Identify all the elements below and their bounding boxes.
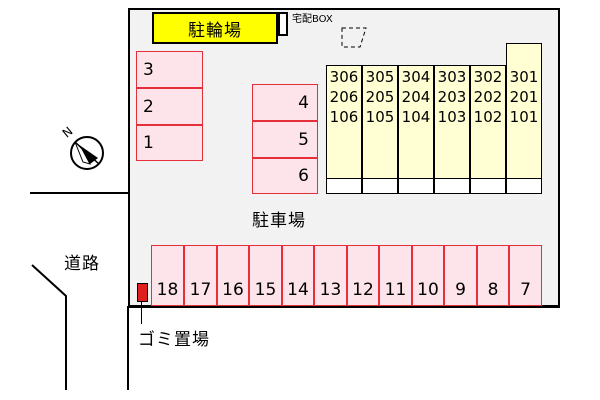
unit-column: 304 204 104 <box>398 65 434 194</box>
unit-column: 303 203 103 <box>434 65 470 194</box>
parking-space: 18 <box>151 245 184 306</box>
balcony <box>363 178 397 193</box>
parking-lot-label: 駐車場 <box>252 211 306 231</box>
parking-space-number: 1 <box>143 133 154 153</box>
parking-space: 9 <box>444 245 477 306</box>
road-edge-line <box>128 306 560 308</box>
unit-number: 106 <box>329 108 359 126</box>
unit-number: 205 <box>365 88 395 106</box>
unit-number: 202 <box>473 88 503 106</box>
parking-space-number: 15 <box>254 280 277 300</box>
garbage-station-label: ゴミ置場 <box>138 330 210 350</box>
parking-space-number: 14 <box>287 280 309 300</box>
parking-space: 13 <box>314 245 347 306</box>
balcony <box>507 178 541 193</box>
parking-space: 17 <box>184 245 217 306</box>
delivery-box-outline <box>341 27 367 48</box>
garbage-leader-line <box>141 302 142 324</box>
unit-number: 302 <box>473 68 503 86</box>
unit-column: 301 201 101 <box>506 43 542 194</box>
unit-number: 101 <box>509 108 539 126</box>
parking-space: 5 <box>252 121 318 158</box>
parking-space-number: 13 <box>319 280 342 300</box>
parking-space: 4 <box>252 84 318 121</box>
unit-column: 305 205 105 <box>362 65 398 194</box>
bicycle-parking: 駐輪場 <box>152 12 278 44</box>
unit-number: 304 <box>401 68 431 86</box>
unit-number: 203 <box>437 88 467 106</box>
parking-space: 3 <box>136 51 203 88</box>
unit-column: 302 202 102 <box>470 65 506 194</box>
unit-column: 306 206 106 <box>326 65 362 194</box>
parking-space-number: 16 <box>222 280 244 300</box>
parking-space: 8 <box>477 245 509 306</box>
balcony <box>327 178 361 193</box>
unit-number: 104 <box>401 108 431 126</box>
apartment-building: 306 206 106 305 205 105 304 204 104 303 … <box>326 43 544 194</box>
parking-space: 14 <box>282 245 314 306</box>
parking-space: 15 <box>249 245 282 306</box>
parking-space: 6 <box>252 158 318 194</box>
north-arrow-icon: N <box>60 124 104 170</box>
parking-space: 11 <box>379 245 412 306</box>
balcony <box>435 178 469 193</box>
parking-space-number: 17 <box>189 280 212 300</box>
road-label: 道路 <box>64 254 100 274</box>
unit-number: 301 <box>509 68 539 86</box>
balcony <box>471 178 505 193</box>
road-edge-line <box>127 306 129 390</box>
unit-number: 102 <box>473 108 503 126</box>
parking-space-number: 8 <box>487 280 499 300</box>
unit-number: 306 <box>329 68 359 86</box>
parking-space-number: 5 <box>298 129 309 150</box>
unit-number: 103 <box>437 108 467 126</box>
parking-space-number: 7 <box>520 280 531 300</box>
parking-space-number: 12 <box>352 280 374 300</box>
parking-space: 7 <box>509 245 542 306</box>
unit-number: 105 <box>365 108 395 126</box>
parking-space: 2 <box>136 88 203 125</box>
parking-space-number: 18 <box>156 280 179 300</box>
unit-number: 206 <box>329 88 359 106</box>
road-edge-line <box>30 192 128 194</box>
parking-space-number: 11 <box>384 280 407 300</box>
parking-space-number: 10 <box>417 280 439 300</box>
bicycle-parking-label: 駐輪場 <box>188 20 242 41</box>
parking-space: 12 <box>347 245 379 306</box>
balcony <box>399 178 433 193</box>
parking-space-number: 4 <box>298 92 309 113</box>
parking-space: 16 <box>217 245 249 306</box>
unit-number: 201 <box>509 88 539 106</box>
delivery-box-label: 宅配BOX <box>292 14 333 25</box>
unit-number: 204 <box>401 88 431 106</box>
parking-space: 1 <box>136 125 203 161</box>
parking-space-number: 3 <box>143 59 154 80</box>
parking-space: 10 <box>412 245 444 306</box>
parking-space-number: 9 <box>455 280 466 300</box>
garbage-station <box>137 283 148 302</box>
unit-number: 303 <box>437 68 467 86</box>
parking-space-number: 6 <box>298 166 309 186</box>
north-label: N <box>60 124 76 140</box>
unit-number: 305 <box>365 68 395 86</box>
delivery-box <box>278 12 288 36</box>
parking-space-number: 2 <box>143 96 154 117</box>
